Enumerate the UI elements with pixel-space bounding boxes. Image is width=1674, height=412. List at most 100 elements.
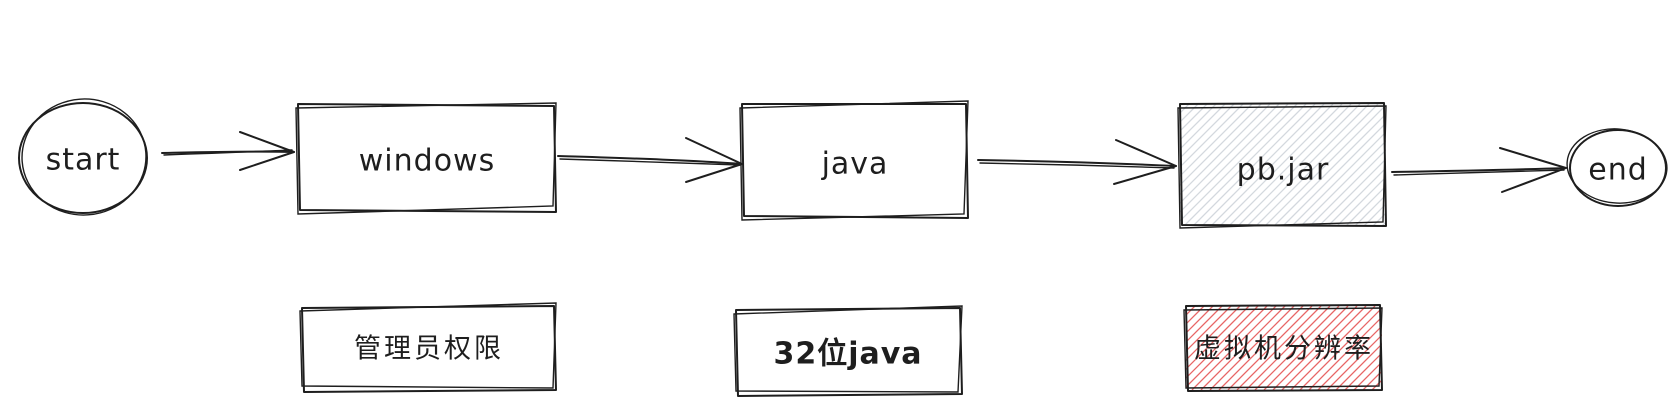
hatch-line — [1180, 104, 1226, 150]
hatch-line — [1245, 306, 1331, 390]
java-node[interactable]: java — [739, 100, 969, 221]
hatch-line — [1309, 149, 1386, 226]
vm-resolution-note-outline — [1185, 304, 1383, 392]
arrow-pbjar-to-end-shaft — [1391, 167, 1567, 173]
arrow-start-to-windows[interactable] — [161, 131, 295, 171]
hatch-line — [1180, 104, 1298, 222]
java32-note[interactable]: 32位java — [733, 305, 963, 397]
hatch-line — [1183, 104, 1307, 226]
arrow-pbjar-to-end-shaft-2 — [1393, 169, 1565, 176]
admin-permission-note[interactable]: 管理员权限 — [299, 302, 557, 393]
hatch-line — [1191, 306, 1277, 390]
hatch-line — [1201, 104, 1325, 226]
hatch-line — [1326, 334, 1382, 390]
windows-node[interactable]: windows — [295, 102, 557, 215]
hatch-line — [1219, 104, 1343, 226]
hatch-line — [1300, 140, 1386, 226]
arrow-java-to-pbjar-shaft — [977, 159, 1177, 167]
admin-permission-note-outline — [301, 305, 557, 393]
hatch-line — [1180, 104, 1217, 141]
pbjar-node[interactable]: pb.jar — [1058, 102, 1621, 229]
hatch-line — [1255, 104, 1379, 226]
hatch-line — [1327, 167, 1386, 226]
hatch-line — [1186, 306, 1268, 388]
hatch-line — [1291, 131, 1386, 226]
windows-node-outline-stroke-2 — [295, 102, 557, 215]
hatch-line — [1186, 306, 1232, 352]
hatch-line — [1372, 212, 1386, 226]
end-node[interactable]: end — [1564, 125, 1670, 207]
hatch-line — [1318, 158, 1386, 226]
hatch-line — [1186, 306, 1214, 334]
pbjar-node-outline — [1179, 102, 1387, 227]
hatch-line — [1408, 306, 1492, 390]
hatch-line — [1228, 104, 1352, 226]
hatch-line — [1409, 104, 1531, 226]
hatch-line — [1180, 104, 1208, 132]
pbjar-node-outline-stroke-2 — [1177, 105, 1387, 229]
end-node-outline — [1569, 129, 1667, 207]
hatch-line — [1453, 306, 1537, 390]
hatch-line — [1180, 104, 1253, 177]
hatch-line — [1210, 104, 1334, 226]
vm-resolution-note[interactable]: 虚拟机分辨率 — [1102, 304, 1546, 392]
arrow-pbjar-to-end-head — [1499, 147, 1567, 193]
hatch-line — [1290, 306, 1376, 390]
hatch-line — [1237, 104, 1361, 226]
hatch-line — [1246, 104, 1370, 226]
hatch-line — [1186, 306, 1196, 316]
java32-note-outline-stroke-2 — [733, 305, 963, 393]
hatch-line — [1209, 306, 1295, 390]
admin-permission-note-outline-stroke-2 — [299, 302, 557, 389]
arrow-windows-to-java[interactable] — [557, 137, 743, 183]
hatch-line — [1236, 306, 1322, 390]
end-node-label: end — [1588, 153, 1648, 188]
arrow-start-to-windows-shaft — [161, 150, 295, 154]
hatch-line — [1353, 361, 1382, 390]
hatch-line — [1390, 306, 1474, 390]
hatch-line — [1336, 176, 1386, 226]
java-node-label: java — [821, 147, 889, 182]
hatch-line — [1391, 104, 1513, 226]
start-node-outline — [18, 102, 148, 214]
hatch-line — [1186, 306, 1187, 307]
hatch-line — [1186, 306, 1241, 361]
hatch-line — [1186, 306, 1205, 325]
hatch-line — [1186, 306, 1223, 343]
hatch-line — [1400, 104, 1522, 226]
start-node[interactable]: start — [18, 95, 150, 219]
pbjar-node-hatch — [1180, 104, 1603, 226]
hatch-line — [1335, 343, 1382, 390]
hatch-line — [1345, 185, 1386, 226]
hatch-line — [1462, 306, 1546, 390]
admin-permission-note-label: 管理员权限 — [354, 334, 504, 365]
hatch-line — [1427, 104, 1549, 226]
hatch-line — [1344, 352, 1382, 390]
java-node-outline-stroke-2 — [739, 100, 969, 221]
vm-resolution-note-outline-stroke-2 — [1183, 307, 1383, 389]
hatch-line — [1263, 306, 1349, 390]
arrow-java-to-pbjar[interactable] — [977, 139, 1177, 185]
hatch-line — [1481, 104, 1603, 226]
arrow-pbjar-to-end[interactable] — [1391, 147, 1567, 193]
arrow-start-to-windows-head — [239, 131, 295, 171]
hatch-line — [1186, 306, 1250, 370]
vm-resolution-note-label: 虚拟机分辨率 — [1194, 334, 1374, 365]
hatch-line — [1264, 104, 1386, 226]
arrow-windows-to-java-shaft — [557, 155, 743, 165]
hatch-line — [1381, 221, 1386, 226]
arrow-java-to-pbjar-head — [1113, 139, 1177, 185]
hatch-line — [1218, 306, 1304, 390]
hatch-line — [1435, 306, 1519, 390]
hatch-line — [1227, 306, 1313, 390]
hatch-line — [1426, 306, 1510, 390]
hatch-line — [1380, 388, 1382, 390]
hatch-line — [1192, 104, 1316, 226]
java32-note-label: 32位java — [773, 337, 922, 372]
start-node-outline-stroke-2 — [21, 98, 147, 216]
hatch-line — [1436, 104, 1558, 226]
hatch-line — [1363, 203, 1386, 226]
hatch-line — [1444, 306, 1528, 390]
hatch-line — [1281, 306, 1367, 390]
